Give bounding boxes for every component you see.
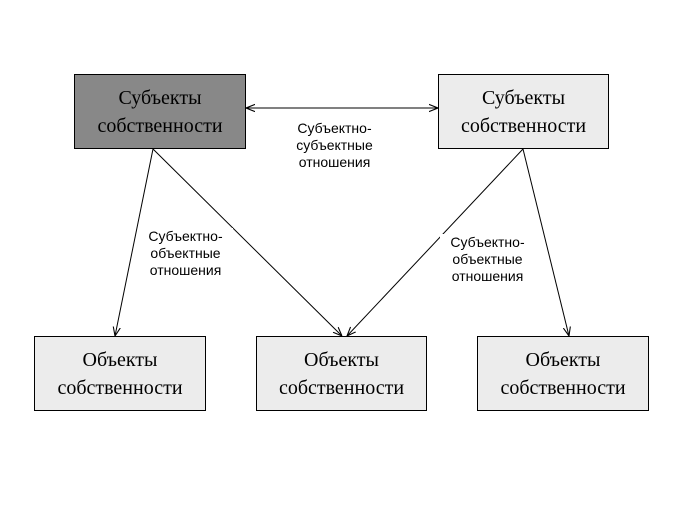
object-center-node: Объекты собственности	[256, 336, 427, 411]
object-left-line1: Объекты	[82, 348, 158, 371]
label-subject-subject-line3: отношения	[298, 154, 371, 170]
object-left-line2: собственности	[57, 376, 183, 399]
label-subject-object-left-line3: отношения	[149, 262, 222, 278]
object-right-line1: Объекты	[525, 348, 601, 371]
subject-right-line2: собственности	[460, 114, 587, 137]
label-subject-object-right-line3: отношения	[451, 268, 524, 284]
object-center-line2: собственности	[278, 376, 405, 399]
label-subject-subject: Субъектно- субъектные отношения	[282, 120, 387, 171]
label-subject-object-left-line2: объектные	[150, 245, 221, 261]
label-subject-object-right-line2: объектные	[452, 251, 523, 267]
subject-left-line2: собственности	[97, 114, 223, 137]
label-subject-object-left: Субъектно- объектные отношения	[138, 228, 233, 279]
label-subject-object-right-line1: Субъектно-	[450, 234, 525, 250]
label-subject-object-right: Субъектно- объектные отношения	[440, 234, 535, 285]
object-center-line1: Объекты	[304, 348, 379, 371]
subject-right-node: Субъекты собственности	[438, 74, 609, 149]
arrow-right-subject-to-right-object	[522, 148, 569, 336]
subject-right-line1: Субъекты	[481, 86, 566, 109]
arrow-left-subject-to-center-object	[152, 148, 342, 336]
arrow-left-subject-to-left-object	[115, 148, 154, 336]
subject-left-node: Субъекты собственности	[74, 74, 246, 149]
arrow-right-subject-to-center-object	[347, 148, 524, 336]
object-right-node: Объекты собственности	[477, 336, 649, 411]
object-left-node: Объекты собственности	[34, 336, 206, 411]
label-subject-object-left-line1: Субъектно-	[148, 228, 223, 244]
object-right-line2: собственности	[500, 376, 626, 399]
label-subject-subject-line1: Субъектно-	[297, 120, 372, 136]
label-subject-subject-line2: субъектные	[296, 137, 373, 153]
subject-left-line1: Субъекты	[118, 86, 202, 109]
